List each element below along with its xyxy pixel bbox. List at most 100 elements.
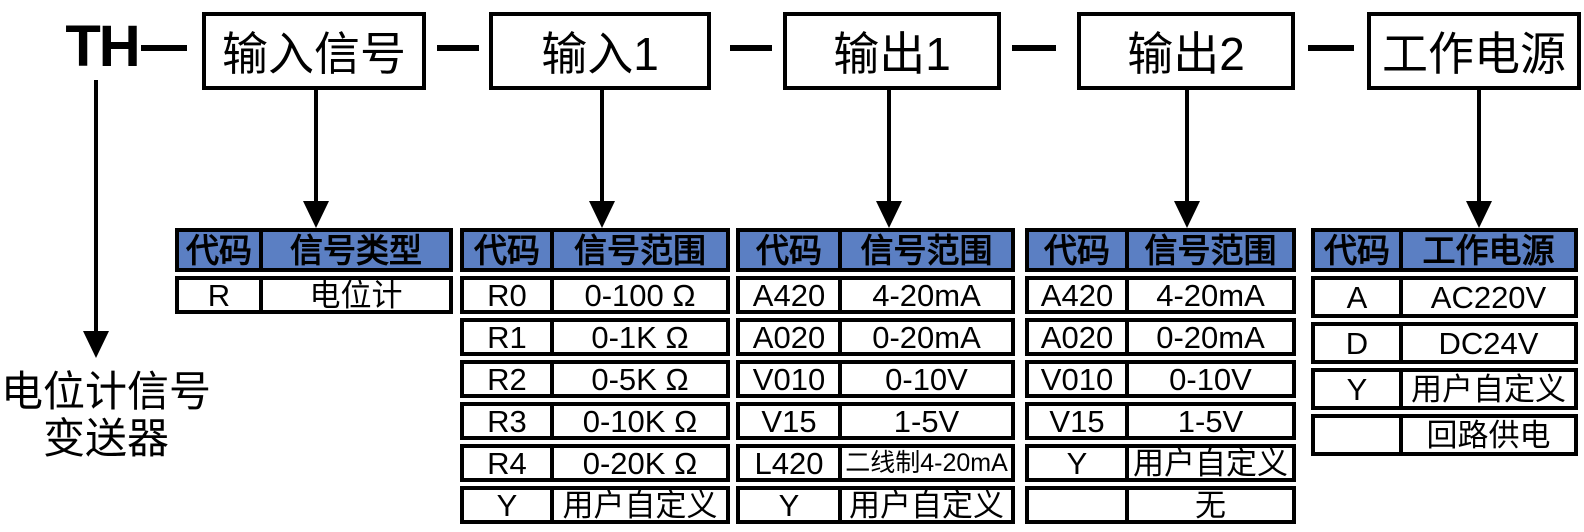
table-header-row: 代码工作电源: [1311, 228, 1578, 272]
down-arrow-line: [600, 90, 604, 202]
table-cell: 1-5V: [838, 402, 1015, 440]
table-cell: 用户自定义: [550, 486, 730, 524]
table-cell: [1025, 486, 1129, 524]
table-cell: Y: [460, 486, 554, 524]
table-header-row: 代码信号类型: [175, 228, 453, 272]
dash-connector: [437, 45, 479, 51]
table-cell: A420: [736, 276, 842, 314]
table-cell: V010: [736, 360, 842, 398]
down-arrow-line: [887, 90, 891, 202]
table-cell: 用户自定义: [1399, 368, 1578, 410]
table-cell: DC24V: [1399, 322, 1578, 364]
table-cell: 二线制4-20mA: [838, 444, 1015, 482]
down-arrow-icon: [1466, 201, 1492, 228]
table-cell: R3: [460, 402, 554, 440]
prefix-note: 电位计信号 变送器: [0, 368, 212, 462]
table-cell: D: [1311, 322, 1403, 364]
table-cell: V010: [1025, 360, 1129, 398]
table-cell: A020: [736, 318, 842, 356]
table-header-cell: 代码: [175, 228, 263, 272]
table-cell: Y: [736, 486, 842, 524]
table-header-row: 代码信号范围: [1025, 228, 1296, 272]
table-cell: 电位计: [259, 276, 453, 314]
table-cell: R4: [460, 444, 554, 482]
table-header-row: 代码信号范围: [460, 228, 730, 272]
down-arrow-icon: [83, 331, 109, 358]
table-cell: [1311, 414, 1403, 456]
table-cell: 用户自定义: [838, 486, 1015, 524]
table-cell: V15: [1025, 402, 1129, 440]
model-prefix: TH: [65, 14, 140, 79]
table-cell: 0-10K Ω: [550, 402, 730, 440]
table-cell: 0-10V: [838, 360, 1015, 398]
table-cell: 0-20K Ω: [550, 444, 730, 482]
segment-box-input1: 输入1: [489, 12, 711, 90]
table-cell: 回路供电: [1399, 414, 1578, 456]
table-cell: 0-20mA: [838, 318, 1015, 356]
down-arrow-line: [1185, 90, 1189, 202]
table-cell: R1: [460, 318, 554, 356]
prefix-note-line1: 电位计信号: [0, 368, 211, 415]
dash-connector: [730, 45, 772, 51]
table-header-cell: 信号范围: [1125, 228, 1296, 272]
table-header-cell: 代码: [736, 228, 842, 272]
down-arrow-line: [314, 90, 318, 202]
down-arrow-icon: [303, 201, 329, 228]
table-cell: 无: [1125, 486, 1296, 524]
table-cell: 4-20mA: [1125, 276, 1296, 314]
table-cell: R: [175, 276, 263, 314]
table-header-cell: 工作电源: [1399, 228, 1578, 272]
table-cell: A420: [1025, 276, 1129, 314]
table-cell: R0: [460, 276, 554, 314]
table-cell: 0-1K Ω: [550, 318, 730, 356]
table-cell: 0-5K Ω: [550, 360, 730, 398]
segment-box-power: 工作电源: [1367, 12, 1581, 90]
table-cell: Y: [1311, 368, 1403, 410]
table-header-cell: 代码: [1311, 228, 1403, 272]
table-header-cell: 信号范围: [550, 228, 730, 272]
prefix-note-line2: 变送器: [42, 415, 169, 462]
table-header-cell: 信号范围: [838, 228, 1015, 272]
segment-box-input-signal: 输入信号: [202, 12, 426, 90]
segment-box-output2: 输出2: [1077, 12, 1295, 90]
table-cell: 1-5V: [1125, 402, 1296, 440]
table-header-cell: 代码: [460, 228, 554, 272]
dash-connector: [141, 45, 187, 51]
down-arrow-icon: [876, 201, 902, 228]
dash-connector: [1012, 45, 1056, 51]
table-cell: 4-20mA: [838, 276, 1015, 314]
down-arrow-icon: [1174, 201, 1200, 228]
table-cell: L420: [736, 444, 842, 482]
table-cell: 0-100 Ω: [550, 276, 730, 314]
table-cell: 0-20mA: [1125, 318, 1296, 356]
table-cell: 用户自定义: [1125, 444, 1296, 482]
dash-connector: [1308, 45, 1354, 51]
table-cell: V15: [736, 402, 842, 440]
table-cell: A020: [1025, 318, 1129, 356]
table-row: 无: [1025, 486, 1296, 524]
table-header-cell: 代码: [1025, 228, 1129, 272]
table-cell: R2: [460, 360, 554, 398]
